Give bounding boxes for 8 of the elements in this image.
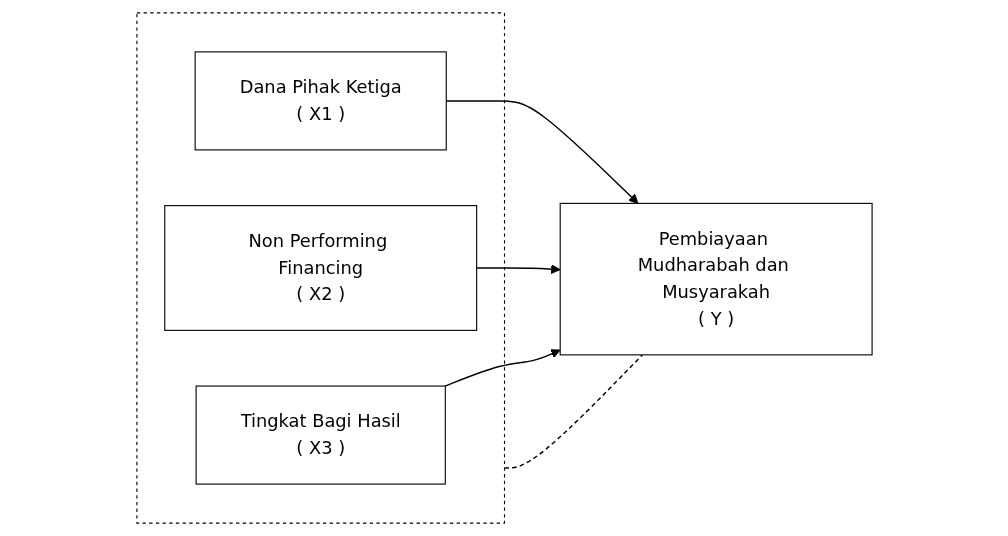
arrow (445, 100, 638, 204)
arrow (443, 349, 561, 387)
node-box: Tingkat Bagi Hasil ( X3 ) (195, 385, 446, 485)
node-box: Pembiayaan Mudharabah dan Musyarakah ( Y ) (559, 202, 873, 356)
node-box: Dana Pihak Ketiga ( X1 ) (194, 51, 447, 151)
node-box: Non Performing Financing ( X2 ) (163, 205, 477, 331)
cluster (135, 12, 505, 524)
connector (503, 354, 643, 469)
